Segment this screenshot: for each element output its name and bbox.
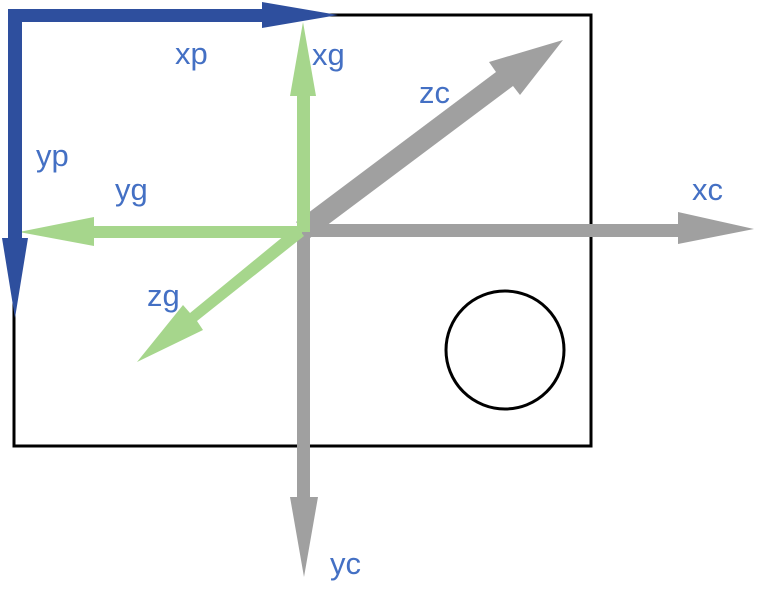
yp-label: yp bbox=[36, 138, 69, 173]
camera-axes bbox=[290, 40, 754, 577]
xg-label: xg bbox=[312, 37, 345, 72]
gripper-axes bbox=[19, 22, 316, 362]
yc-axis-arrow bbox=[290, 229, 318, 577]
yc-label: yc bbox=[330, 546, 361, 581]
zg-axis-arrow bbox=[137, 226, 304, 362]
zg-label: zg bbox=[147, 278, 180, 313]
pixel-axes bbox=[2, 2, 338, 318]
xp-axis-arrow bbox=[8, 2, 338, 28]
zc-axis-arrow bbox=[296, 40, 563, 238]
zc-label: zc bbox=[419, 75, 450, 110]
xp-label: xp bbox=[175, 36, 208, 71]
circle-marker bbox=[444, 289, 566, 411]
yg-label: yg bbox=[115, 172, 148, 207]
yp-axis-arrow bbox=[2, 9, 28, 318]
xg-axis-arrow bbox=[290, 22, 316, 232]
xc-label: xc bbox=[692, 172, 723, 207]
xc-axis-arrow bbox=[304, 212, 754, 244]
yg-axis-arrow bbox=[19, 217, 302, 246]
